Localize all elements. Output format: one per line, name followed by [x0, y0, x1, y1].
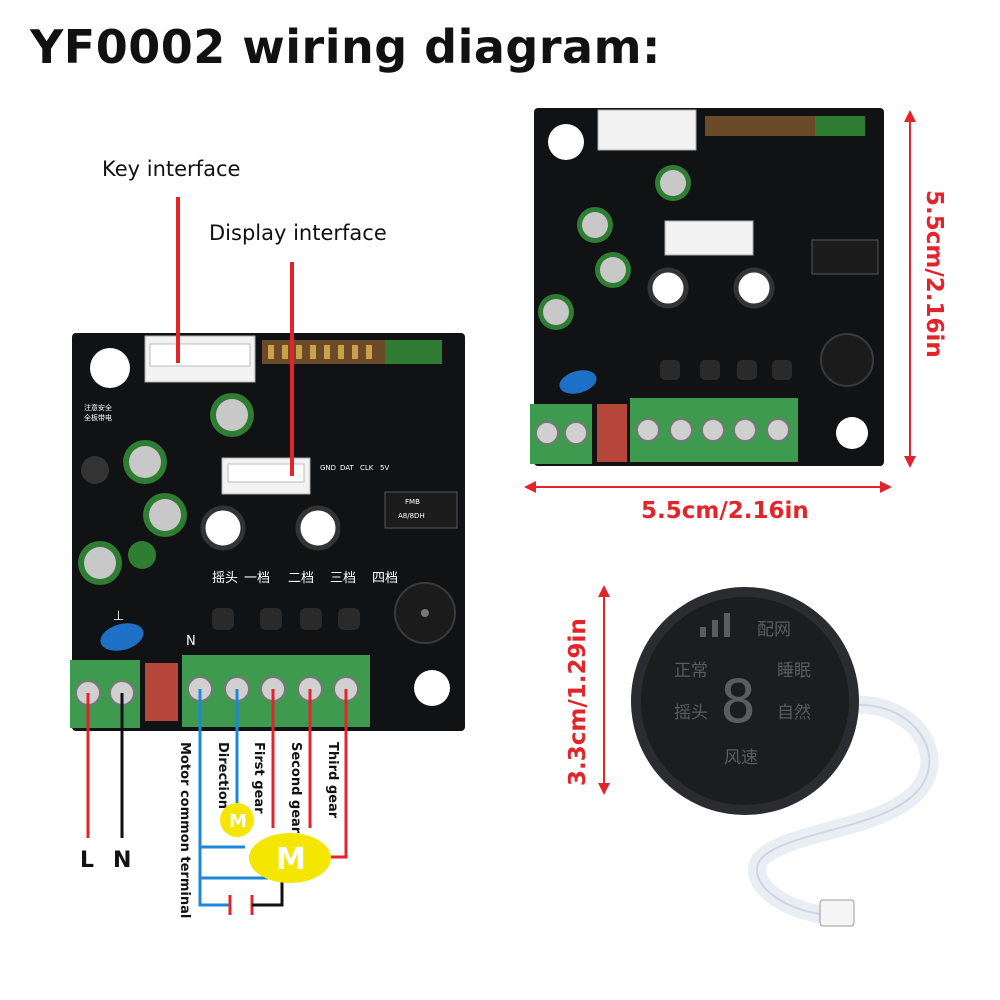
l-label: L — [80, 848, 95, 873]
pcb-right — [534, 108, 884, 466]
gear-silk-1: 一档 — [244, 571, 270, 586]
page-title: YF0002 wiring diagram: — [30, 20, 661, 74]
display-text-0: 配网 — [757, 620, 791, 640]
display-text-2: 睡眠 — [777, 661, 811, 681]
display-digit: 8 — [720, 667, 756, 737]
dimension-label-height: 5.5cm/2.16in — [921, 190, 947, 358]
fuse — [145, 663, 178, 721]
warning-silk-1: 全板带电 — [84, 413, 112, 422]
display-text-5: 风速 — [724, 748, 758, 768]
pcb-left — [72, 333, 465, 731]
gear-silk-2: 二档 — [288, 571, 314, 586]
gear-silk-0: 摇头 — [212, 571, 238, 586]
dimension-arrow-height — [904, 110, 916, 468]
display-text-3: 摇头 — [674, 703, 708, 723]
n-label: N — [113, 848, 132, 873]
mount-hole — [414, 670, 450, 706]
large-motor-label: M — [276, 842, 306, 877]
small-motor — [220, 803, 254, 837]
svg-text:A8/8DH: A8/8DH — [398, 512, 425, 520]
signal-bars-icon — [700, 613, 730, 637]
pin-silk-3: 5V — [380, 464, 389, 472]
gear-silk-3: 三档 — [330, 571, 356, 586]
display-text-4: 自然 — [777, 703, 811, 723]
dimension-label-display: 3.3cm/1.29in — [565, 618, 591, 786]
display-interface-label: Display interface — [209, 221, 387, 245]
dimension-label-width: 5.5cm/2.16in — [641, 498, 809, 524]
gear-silk-4: 四档 — [372, 571, 398, 586]
mount-hole — [90, 348, 130, 388]
mount-hole — [200, 505, 246, 551]
ic-chip — [384, 491, 458, 529]
n-silk: N — [186, 634, 196, 649]
pin-silk-0: GND — [320, 464, 336, 472]
pin-silk-1: DAT — [340, 464, 355, 472]
pin-silk-2: CLK — [360, 464, 374, 472]
small-motor-label: M — [229, 811, 247, 832]
dimension-arrow-width — [524, 481, 892, 493]
warning-silk-0: 注意安全 — [84, 403, 112, 412]
large-motor — [249, 833, 331, 883]
display-text-1: 正常 — [674, 661, 708, 681]
svg-text:FMB: FMB — [405, 498, 420, 506]
mount-hole — [295, 505, 341, 551]
key-interface-label: Key interface — [102, 157, 241, 181]
ground-silk: ⊥ — [113, 609, 124, 624]
dimension-arrow-display — [598, 585, 610, 795]
blue-capacitor — [100, 623, 144, 651]
